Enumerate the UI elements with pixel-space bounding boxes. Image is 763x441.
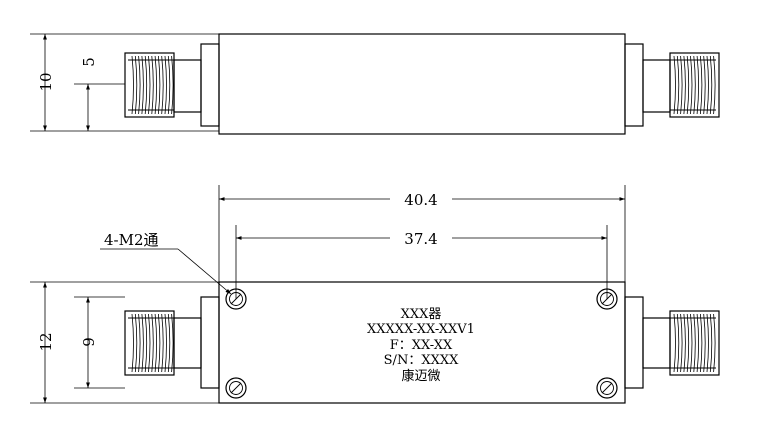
- callout-text: 4-M2通: [104, 231, 159, 249]
- dim-text-40-4: 40.4: [404, 191, 437, 209]
- top-left-threads: [128, 313, 174, 373]
- label-plate: XXX器 XXXXX-XX-XXV1 F：XX-XX S/N：XXXX 康迈微: [367, 307, 475, 384]
- callout-leader: [177, 248, 232, 295]
- top-right-connector: [642, 310, 720, 376]
- side-right-threads: [670, 55, 716, 115]
- top-view: XXX器 XXXXX-XX-XXV1 F：XX-XX S/N：XXXX 康迈微 …: [30, 185, 720, 404]
- dim-text-9: 9: [80, 337, 98, 347]
- side-left-threads: [128, 55, 174, 115]
- top-left-flange: [200, 296, 220, 389]
- label-line-4: S/N：XXXX: [384, 353, 459, 368]
- side-view: 10 5: [30, 33, 720, 135]
- dim-text-37-4: 37.4: [404, 230, 437, 248]
- top-right-threads: [670, 313, 716, 373]
- mounting-hole-bottom-right: [596, 377, 618, 399]
- top-left-connector: [124, 310, 202, 376]
- mounting-hole-bottom-left: [225, 377, 247, 399]
- side-left-connector: [124, 52, 202, 118]
- label-line-3: F：XX-XX: [390, 338, 453, 353]
- top-right-flange: [624, 296, 644, 389]
- side-left-flange: [200, 43, 220, 127]
- dim-text-5: 5: [80, 57, 98, 67]
- dim-text-10: 10: [37, 72, 55, 91]
- side-right-flange: [624, 43, 644, 127]
- dim-text-12: 12: [37, 332, 55, 351]
- side-right-connector: [642, 52, 720, 118]
- label-line-1: XXX器: [401, 307, 442, 322]
- side-body: [218, 33, 626, 135]
- label-line-5: 康迈微: [401, 368, 440, 384]
- label-line-2: XXXXX-XX-XXV1: [367, 322, 475, 337]
